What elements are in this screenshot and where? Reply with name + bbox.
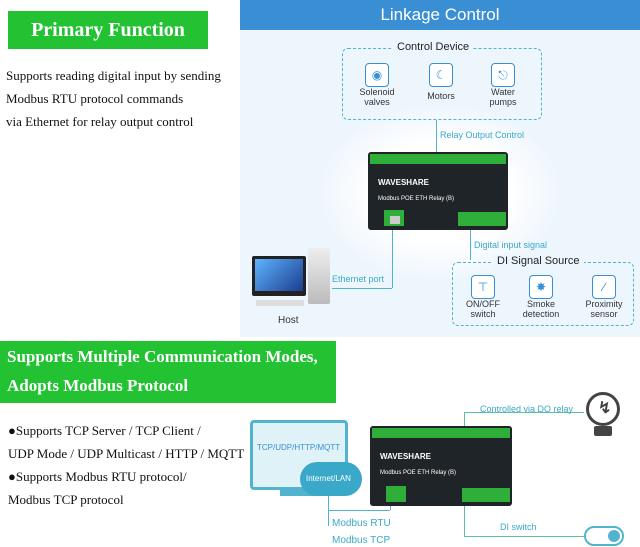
protocol-bullets: ●Supports TCP Server / TCP Client / UDP … xyxy=(8,419,248,511)
control-device-box: Control Device ◉ Solenoid valves ☾ Motor… xyxy=(342,41,542,120)
ethernet-jack xyxy=(390,216,400,224)
device-label: pumps xyxy=(489,97,517,107)
device-brand: WAVESHARE xyxy=(380,452,431,461)
device-model: Modbus POE ETH Relay (B) xyxy=(378,196,455,202)
primary-function-description: Supports reading digital input by sendin… xyxy=(6,64,238,133)
communication-modes-banner: Supports Multiple Communication Modes, A… xyxy=(0,341,336,403)
bullet-line: UDP Mode / UDP Multicast / HTTP / MQTT xyxy=(8,446,245,461)
modbus-rtu-label: Modbus RTU xyxy=(332,518,391,529)
computer-monitor: TCP/UDP/HTTP/MQTT xyxy=(250,420,348,490)
relay-output-label: Relay Output Control xyxy=(440,130,525,140)
modbus-connector-v2 xyxy=(390,506,391,510)
terminal-block-bottom-right xyxy=(462,488,510,502)
proximity-sensor-icon: ∕ xyxy=(592,275,616,299)
switch-icon: ⊤ xyxy=(471,275,495,299)
cloud: Internet/LAN xyxy=(300,462,362,496)
di-smoke: ✸ Smoke detection xyxy=(521,275,561,319)
linkage-control-panel: Linkage Control Control Device ◉ Solenoi… xyxy=(240,0,640,337)
host-computer xyxy=(252,248,332,310)
bullet-line: ●Supports TCP Server / TCP Client / xyxy=(8,423,201,438)
monitor-protocol-text: TCP/UDP/HTTP/MQTT xyxy=(257,443,341,452)
device-motor: ☾ Motors xyxy=(421,63,461,101)
device-solenoid: ◉ Solenoid valves xyxy=(357,63,397,107)
di-source-box: DI Signal Source ⊤ ON/OFF switch ✸ Smoke… xyxy=(452,255,634,326)
bullet-line: Modbus TCP protocol xyxy=(8,492,124,507)
di-switch-label: DI switch xyxy=(500,522,537,532)
water-pump-icon: ⎋ xyxy=(491,63,515,87)
cloud-text: Internet/LAN xyxy=(306,474,351,483)
keyboard xyxy=(256,300,304,306)
solenoid-valve-icon: ◉ xyxy=(365,63,389,87)
di-label: detection xyxy=(522,309,560,319)
di-label: switch xyxy=(470,309,496,319)
controlled-connector-h xyxy=(464,412,584,413)
terminal-block-top xyxy=(370,154,506,164)
relay-device-2: WAVESHARE Modbus POE ETH Relay (B) xyxy=(370,426,512,506)
banner-line: Supports Multiple Communication Modes, xyxy=(7,347,318,366)
di-switch: ⊤ ON/OFF switch xyxy=(463,275,503,319)
bullet-line: ●Supports Modbus RTU protocol/ xyxy=(8,469,187,484)
di-source-title: DI Signal Source xyxy=(493,255,584,267)
device-label: Solenoid xyxy=(359,87,395,97)
monitor-stand xyxy=(280,490,316,496)
description-line: via Ethernet for relay output control xyxy=(6,114,194,129)
linkage-control-title: Linkage Control xyxy=(240,0,640,30)
device-label: valves xyxy=(364,97,390,107)
control-device-title: Control Device xyxy=(393,41,474,53)
ethernet-connector-v xyxy=(392,230,393,288)
ethernet-connector-h xyxy=(332,288,392,289)
di-label: Smoke xyxy=(526,299,555,309)
terminal-block-bottom xyxy=(386,486,406,502)
controlled-connector-v xyxy=(464,412,465,426)
di-proximity: ∕ Proximity sensor xyxy=(581,275,627,319)
terminal-block-bottom-right xyxy=(458,212,506,226)
di-switch-connector-v xyxy=(464,506,465,536)
host-label: Host xyxy=(278,315,299,326)
smoke-detector-icon: ✸ xyxy=(529,275,553,299)
terminal-block-top xyxy=(372,428,510,438)
modbus-connector-v xyxy=(328,496,329,526)
ethernet-port-label: Ethernet port xyxy=(332,274,385,284)
description-line: Supports reading digital input by sendin… xyxy=(6,68,221,83)
device-water-pump: ⎋ Water pumps xyxy=(483,63,523,107)
device-brand: WAVESHARE xyxy=(378,178,429,187)
banner-line: Adopts Modbus Protocol xyxy=(7,376,189,395)
di-switch-connector-h xyxy=(464,536,584,537)
di-label: Proximity xyxy=(585,299,623,309)
monitor xyxy=(252,256,306,296)
controlled-label: Controlled via DO relay xyxy=(480,404,574,414)
modbus-tcp-label: Modbus TCP xyxy=(332,535,391,546)
relay-output-connector xyxy=(436,120,437,152)
device-label: Motors xyxy=(427,91,455,101)
description-line: Modbus RTU protocol commands xyxy=(6,91,184,106)
digital-input-connector xyxy=(470,230,471,260)
digital-input-label: Digital input signal xyxy=(474,240,548,250)
device-model: Modbus POE ETH Relay (B) xyxy=(380,470,457,476)
di-label: ON/OFF xyxy=(466,299,500,309)
di-label: sensor xyxy=(590,309,618,319)
pc-tower xyxy=(308,248,330,304)
toggle-knob xyxy=(608,530,620,542)
lightbulb-icon: ↯ xyxy=(584,392,624,440)
modbus-connector-h xyxy=(328,510,390,511)
relay-device: WAVESHARE Modbus POE ETH Relay (B) xyxy=(368,152,508,230)
device-label: Water xyxy=(491,87,515,97)
toggle-switch[interactable] xyxy=(584,526,624,546)
motor-icon: ☾ xyxy=(429,63,453,87)
primary-function-banner: Primary Function xyxy=(8,11,208,49)
